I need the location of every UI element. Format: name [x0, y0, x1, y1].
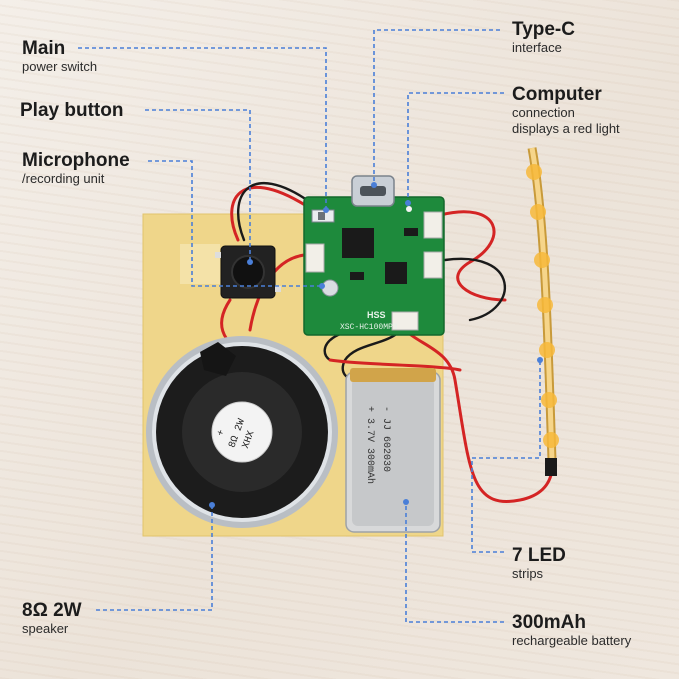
leader-typec [373, 29, 500, 185]
label-computer-sub1: connection [512, 105, 575, 120]
wires [220, 181, 554, 503]
board-text: XSC-HC100MP3 [340, 323, 398, 332]
label-led-title: 7 LED [512, 545, 566, 566]
led-4 [537, 297, 553, 313]
led-3 [534, 252, 550, 268]
label-speaker-title: 8Ω 2W [22, 600, 82, 621]
leader-led [471, 360, 541, 553]
chip-secondary [385, 262, 407, 284]
status-led [406, 206, 412, 212]
label-battery-sub: rechargeable battery [512, 633, 632, 648]
led-5 [539, 342, 555, 358]
led-7 [543, 432, 559, 448]
battery-model: - JJ 602030 [380, 406, 391, 472]
pcb-board: HSS XSC-HC100MP3 [303, 175, 445, 336]
label-computer-title: Computer [512, 84, 602, 105]
label-microphone-sub: /recording unit [22, 171, 105, 186]
label-battery: 300mAh rechargeable battery [512, 612, 631, 649]
led-strip [526, 147, 559, 476]
label-main-power-switch: Main power switch [22, 38, 97, 75]
label-computer: Computer connection displays a red light [512, 84, 620, 137]
label-microphone: Microphone /recording unit [22, 150, 130, 187]
label-led-sub: strips [512, 566, 544, 581]
label-computer-sub2: displays a red light [512, 121, 620, 136]
leader-lines [78, 29, 541, 623]
leader-battery [405, 502, 504, 623]
label-play-title: Play button [20, 100, 124, 121]
pad-tape [180, 244, 220, 284]
chip-main [342, 228, 374, 258]
label-type-c-title: Type-C [512, 19, 575, 40]
label-type-c: Type-C interface [512, 19, 575, 56]
label-speaker-sub: speaker [22, 621, 69, 636]
label-battery-title: 300mAh [512, 612, 586, 633]
led-1 [526, 164, 542, 180]
label-led: 7 LED strips [512, 545, 566, 582]
leader-play [145, 109, 251, 262]
board-logo: HSS [367, 310, 386, 320]
label-play-button: Play button [20, 100, 123, 121]
led-2 [530, 204, 546, 220]
label-type-c-sub: interface [512, 40, 562, 55]
leader-speaker [96, 505, 213, 611]
label-main-sub: power switch [22, 59, 98, 74]
connector-right-2 [423, 251, 443, 279]
battery-component: - JJ 602030 + 3.7V 300mAh [345, 368, 441, 533]
connector-bottom [391, 311, 419, 331]
leader-computer [407, 92, 504, 203]
label-main-title: Main [22, 38, 66, 59]
microphone-unit [321, 279, 339, 297]
leader-mic [148, 160, 322, 287]
speaker-component: XHX 8Ω 2W + [146, 336, 338, 528]
play-button-component [215, 245, 281, 299]
connector-left [305, 243, 325, 273]
connector-right-1 [423, 211, 443, 239]
leader-main [78, 47, 327, 210]
label-speaker: 8Ω 2W speaker [22, 600, 82, 637]
label-microphone-title: Microphone [22, 150, 130, 171]
leader-dots [209, 182, 543, 508]
speaker-plus: + [216, 428, 228, 437]
battery-spec: + 3.7V 300mAh [364, 406, 376, 484]
led-6 [541, 392, 557, 408]
